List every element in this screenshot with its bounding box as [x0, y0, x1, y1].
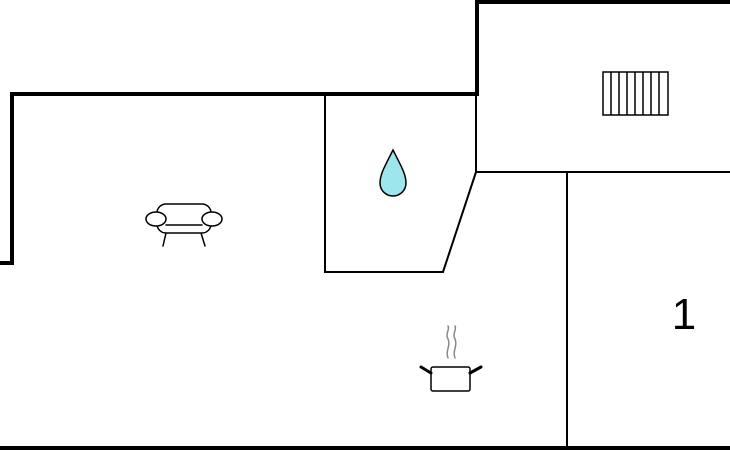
room-number: 1: [671, 290, 697, 339]
stairs-icon: [602, 71, 669, 116]
water-drop-icon: [379, 148, 407, 197]
bathroom-wall: [324, 94, 477, 273]
sofa-icon: [145, 203, 223, 247]
exterior-wall-left: [0, 0, 730, 265]
cooking-pot-icon: [419, 325, 483, 392]
interior-walls: [324, 94, 730, 448]
